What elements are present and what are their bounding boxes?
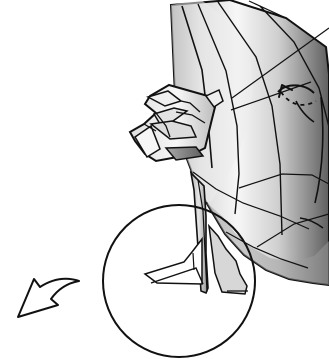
outward-arrow (18, 279, 79, 317)
